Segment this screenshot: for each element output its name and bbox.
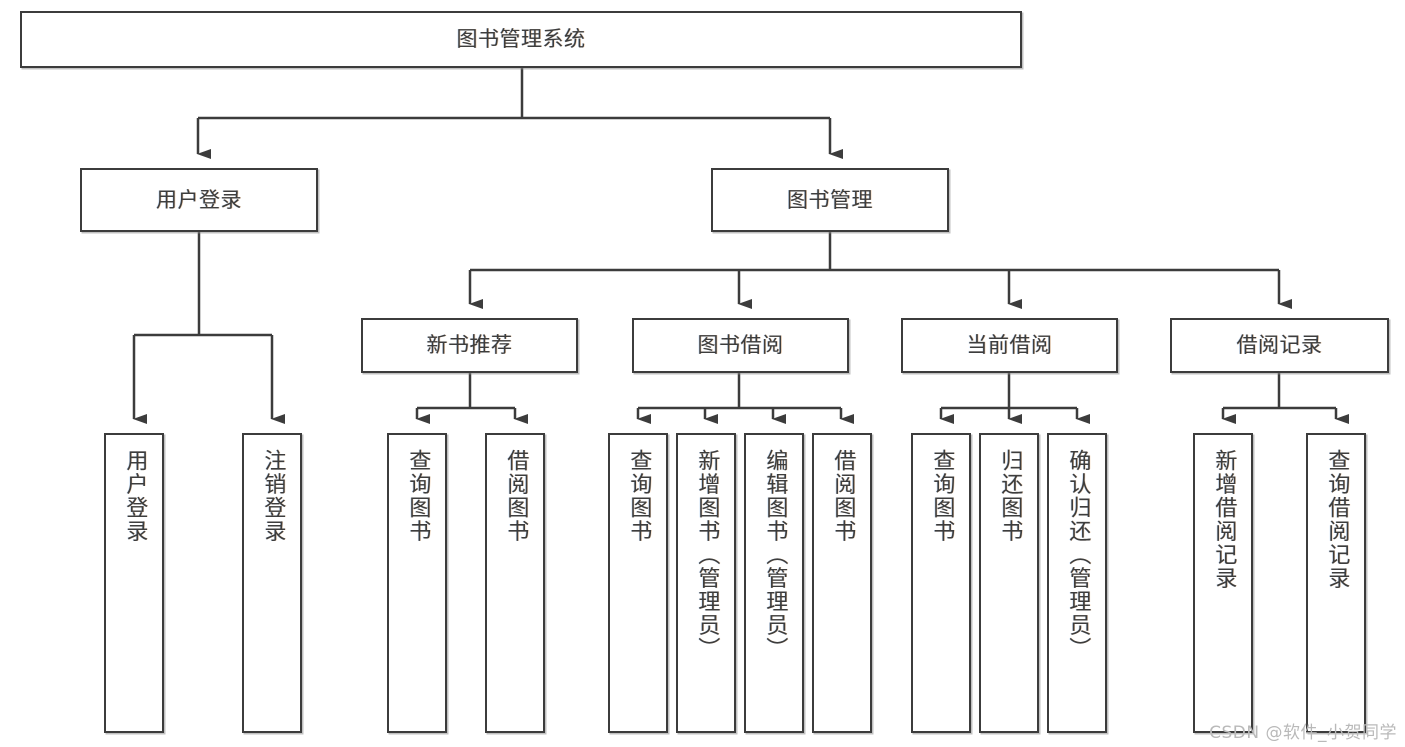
node-label: 图书管理系统	[456, 27, 586, 52]
node-label: 新增借阅记录	[1211, 449, 1237, 590]
node-label: 借阅图书	[830, 449, 856, 543]
node-current-borrow[interactable]: 当前借阅	[901, 318, 1118, 373]
leaf-current-borrow-return[interactable]: 归还图书	[979, 433, 1039, 733]
leaf-book-borrow-borrow[interactable]: 借阅图书	[812, 433, 872, 733]
node-label: 查询图书	[405, 449, 431, 543]
node-label: 确认归还（管理员）	[1065, 449, 1091, 661]
node-label: 查询图书	[626, 449, 652, 543]
node-label: 查询图书	[929, 449, 955, 543]
node-label: 查询借阅记录	[1324, 449, 1350, 590]
node-label: 新书推荐	[426, 333, 513, 358]
leaf-borrow-record-add[interactable]: 新增借阅记录	[1193, 433, 1253, 733]
node-label: 归还图书	[997, 449, 1023, 543]
leaf-current-borrow-confirm-return[interactable]: 确认归还（管理员）	[1047, 433, 1107, 733]
node-label: 借阅记录	[1236, 333, 1323, 358]
leaf-user-login-logout[interactable]: 注销登录	[242, 433, 302, 733]
leaf-book-borrow-edit[interactable]: 编辑图书（管理员）	[744, 433, 804, 733]
node-new-book-recommend[interactable]: 新书推荐	[361, 318, 578, 373]
leaf-new-book-borrow[interactable]: 借阅图书	[485, 433, 545, 733]
node-label: 当前借阅	[966, 333, 1053, 358]
leaf-book-borrow-add[interactable]: 新增图书（管理员）	[676, 433, 736, 733]
node-label: 注销登录	[260, 449, 286, 543]
node-label: 图书管理	[787, 187, 873, 212]
node-label: 图书借阅	[697, 333, 784, 358]
node-label: 借阅图书	[503, 449, 529, 543]
leaf-borrow-record-query[interactable]: 查询借阅记录	[1306, 433, 1366, 733]
node-label: 用户登录	[156, 187, 242, 212]
node-borrow-record[interactable]: 借阅记录	[1170, 318, 1389, 373]
node-root-system[interactable]: 图书管理系统	[20, 11, 1022, 68]
node-label: 用户登录	[122, 449, 148, 543]
node-label: 新增图书（管理员）	[694, 449, 720, 661]
leaf-new-book-query[interactable]: 查询图书	[387, 433, 447, 733]
node-book-management[interactable]: 图书管理	[711, 168, 949, 232]
node-user-login[interactable]: 用户登录	[80, 168, 318, 232]
node-label: 编辑图书（管理员）	[762, 449, 788, 661]
leaf-current-borrow-query[interactable]: 查询图书	[911, 433, 971, 733]
leaf-user-login-login[interactable]: 用户登录	[104, 433, 164, 733]
node-book-borrow[interactable]: 图书借阅	[632, 318, 849, 373]
leaf-book-borrow-query[interactable]: 查询图书	[608, 433, 668, 733]
